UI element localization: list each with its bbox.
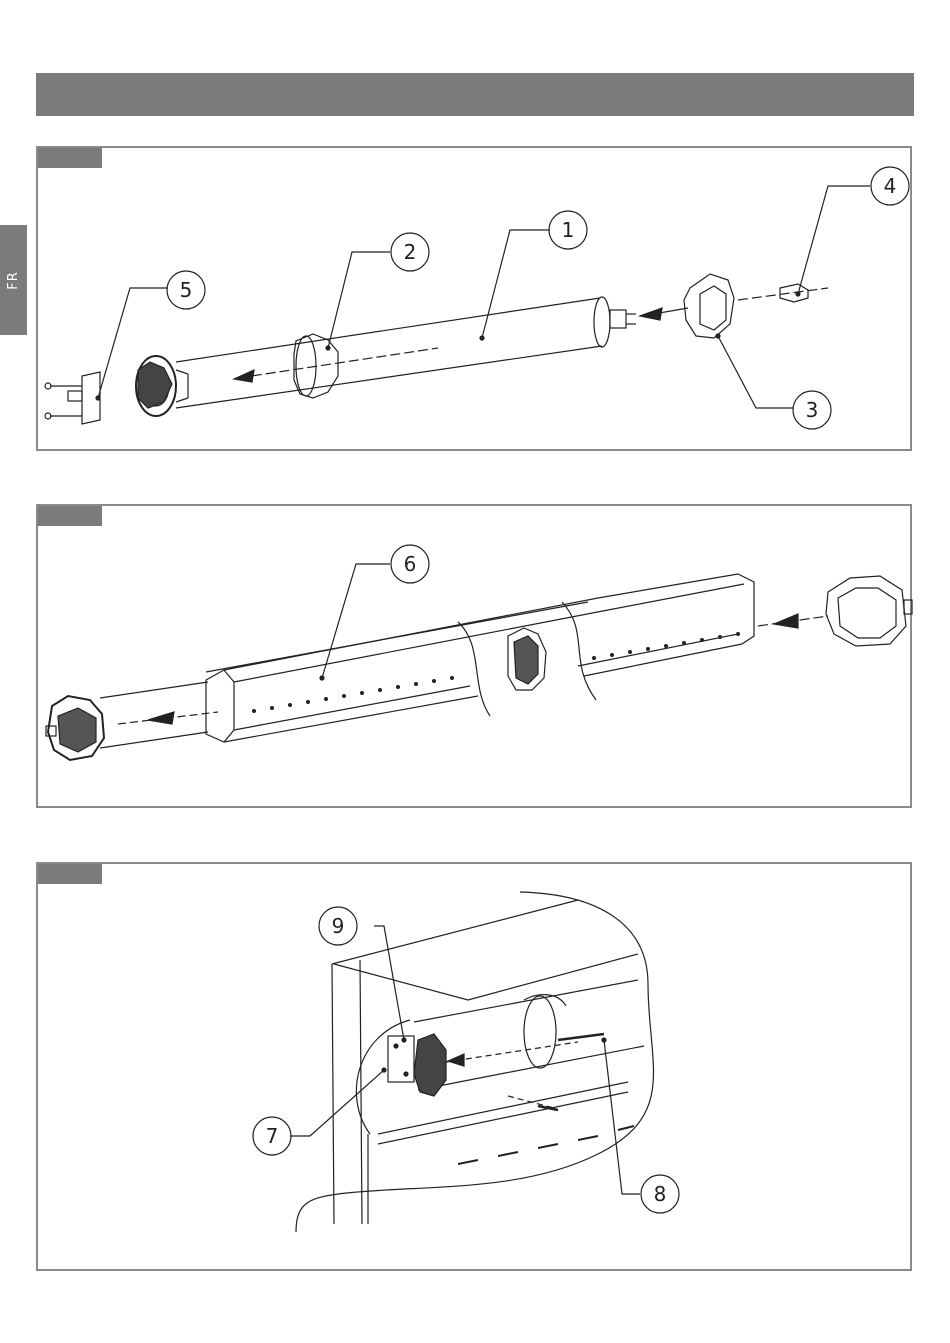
drive-adapter (684, 274, 734, 338)
panel-1-drawing: 1 2 3 4 5 (38, 148, 914, 453)
cutaway-outline (296, 892, 654, 1232)
callout-8: 8 (641, 1175, 679, 1213)
motor-head (388, 1034, 446, 1096)
octagonal-winding-tube (206, 574, 754, 742)
panel-2-tube-insertion: 6 (36, 504, 912, 808)
roller-box-housing (332, 900, 638, 1224)
callout-leaders (96, 186, 870, 408)
support-bracket (45, 372, 100, 424)
callout-9: 9 (319, 907, 357, 945)
callout-6: 6 (391, 545, 429, 583)
callout-8-label: 8 (654, 1182, 667, 1206)
callout-2: 2 (391, 233, 429, 271)
callout-leaders (320, 564, 390, 680)
callout-5-label: 5 (180, 278, 193, 302)
motor-head (46, 696, 104, 760)
assembly-arrows (234, 288, 828, 382)
callout-1: 1 (549, 211, 587, 249)
assembly-arrow (758, 614, 828, 628)
panel-1-motor-assembly: 1 2 3 4 5 (36, 146, 912, 451)
panel-2-drawing: 6 (38, 506, 914, 810)
callout-6-label: 6 (404, 552, 417, 576)
callout-9-label: 9 (332, 914, 345, 938)
callout-4-label: 4 (884, 174, 897, 198)
language-tab-label: FR (6, 271, 21, 290)
crown-ring (508, 628, 546, 690)
winding-tube (414, 980, 644, 1090)
shutter-slats (458, 1126, 634, 1164)
tube-holes (252, 632, 740, 713)
callout-3-label: 3 (806, 398, 819, 422)
motor-tube (100, 682, 218, 748)
callout-7: 7 (253, 1117, 291, 1155)
end-cap (826, 576, 912, 646)
callout-2-label: 2 (404, 240, 417, 264)
callout-7-label: 7 (266, 1124, 279, 1148)
callout-3: 3 (793, 391, 831, 429)
panel-3-installation: 7 8 9 (36, 862, 912, 1271)
callout-5: 5 (167, 271, 205, 309)
callout-1-label: 1 (562, 218, 575, 242)
section-header-bar (36, 73, 914, 116)
panel-3-drawing: 7 8 9 (38, 864, 914, 1273)
callout-4: 4 (871, 167, 909, 205)
language-tab[interactable]: FR (0, 225, 27, 335)
